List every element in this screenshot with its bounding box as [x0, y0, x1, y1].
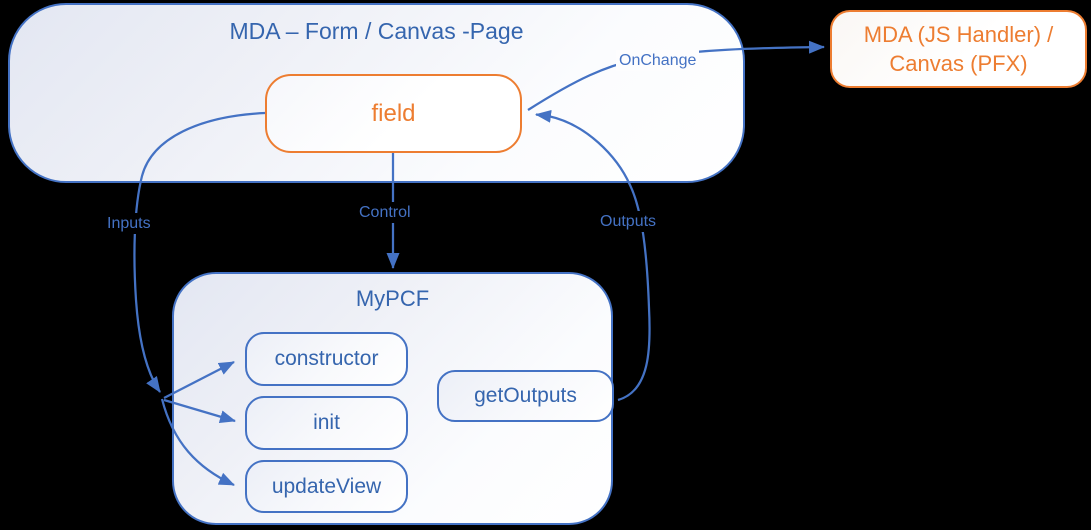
- inputs-edge-label: Inputs: [104, 213, 154, 234]
- constructor-node: constructor: [245, 332, 408, 386]
- handler-node: MDA (JS Handler) / Canvas (PFX): [830, 10, 1087, 88]
- handler-label-line1: MDA (JS Handler) /: [863, 22, 1054, 47]
- control-edge-label: Control: [356, 202, 414, 223]
- constructor-label: constructor: [274, 347, 379, 370]
- pcf-title: MyPCF: [355, 286, 430, 311]
- getoutputs-label: getOutputs: [474, 384, 577, 407]
- init-label: init: [313, 411, 340, 434]
- handler-label-line2: Canvas (PFX): [889, 51, 1028, 76]
- form-canvas-title: MDA – Form / Canvas -Page: [229, 18, 524, 44]
- field-node: field: [265, 74, 522, 153]
- getoutputs-node: getOutputs: [437, 370, 614, 422]
- updateview-node: updateView: [245, 460, 408, 513]
- field-label: field: [371, 99, 416, 127]
- updateview-label: updateView: [271, 474, 382, 498]
- outputs-edge-label: Outputs: [597, 211, 660, 232]
- init-node: init: [245, 396, 408, 450]
- onchange-edge-label: OnChange: [616, 50, 700, 71]
